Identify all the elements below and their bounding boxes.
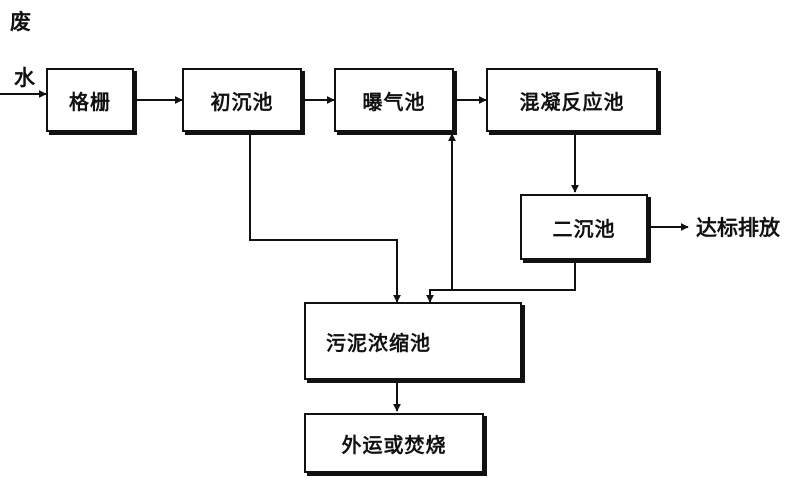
arrow-secondary-to-thickening: [426, 261, 576, 303]
node-primary-settling-label: 初沉池: [210, 89, 274, 114]
node-primary-settling: 初沉池: [182, 68, 302, 132]
node-sludge-thickening: 污泥浓缩池: [304, 302, 522, 380]
output-label: 达标排放: [696, 216, 780, 240]
node-grille: 格栅: [46, 68, 134, 132]
node-coagulation: 混凝反应池: [486, 68, 658, 132]
node-aeration-label: 曝气池: [362, 89, 426, 114]
node-secondary-settling: 二沉池: [520, 194, 648, 260]
node-grille-label: 格栅: [69, 89, 111, 114]
arrow-primary-to-thickening: [249, 134, 401, 303]
node-disposal: 外运或焚烧: [304, 413, 484, 473]
input-label-char2: 水: [14, 66, 35, 90]
node-sludge-thickening-label: 污泥浓缩池: [326, 330, 431, 355]
node-secondary-settling-label: 二沉池: [552, 216, 616, 241]
node-disposal-label: 外运或焚烧: [341, 432, 447, 457]
node-aeration: 曝气池: [334, 68, 454, 132]
node-coagulation-label: 混凝反应池: [519, 89, 625, 114]
input-label-char1: 废: [10, 10, 31, 34]
